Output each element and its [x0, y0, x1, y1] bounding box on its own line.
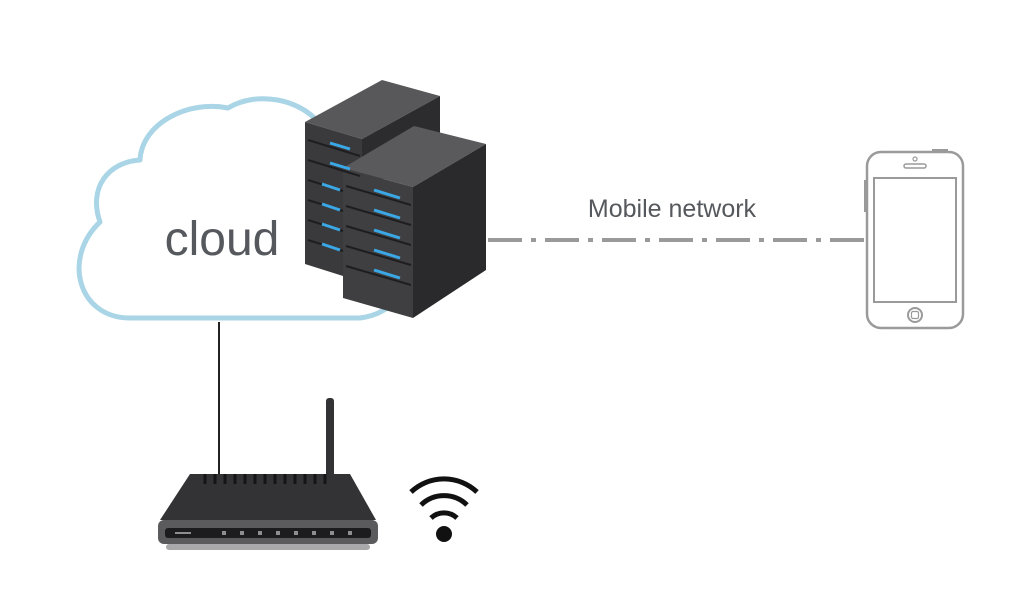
- server-front-leds: [373, 188, 401, 280]
- phone-home-button: [907, 307, 923, 323]
- wifi-arc-middle: [419, 493, 469, 507]
- server-front-side: [413, 144, 486, 318]
- router-antenna: [326, 398, 334, 478]
- phone-camera: [912, 156, 918, 162]
- server-front-slots: [345, 185, 412, 286]
- smartphone-icon: [864, 149, 965, 330]
- wifi-arc-outer: [409, 476, 479, 494]
- router-base: [166, 544, 370, 550]
- router-top: [160, 474, 376, 520]
- wireless-router-icon: [158, 398, 378, 550]
- mobile-network-label: Mobile network: [588, 195, 757, 223]
- cloud-label: cloud: [165, 213, 280, 266]
- wifi-signal-icon: [409, 476, 479, 542]
- phone-speaker: [903, 163, 927, 169]
- router-front-strip: [165, 528, 371, 538]
- server-back-leds: [321, 141, 351, 252]
- router-vents: [203, 474, 327, 484]
- wifi-arc-inner: [429, 510, 459, 520]
- server-back-top: [305, 80, 440, 139]
- wifi-dot: [436, 526, 452, 542]
- phone-home-square: [910, 310, 920, 320]
- router-status-lights: [175, 531, 352, 535]
- server-front-top: [343, 126, 486, 187]
- phone-screen: [873, 177, 957, 303]
- server-rack-icon: [305, 80, 486, 318]
